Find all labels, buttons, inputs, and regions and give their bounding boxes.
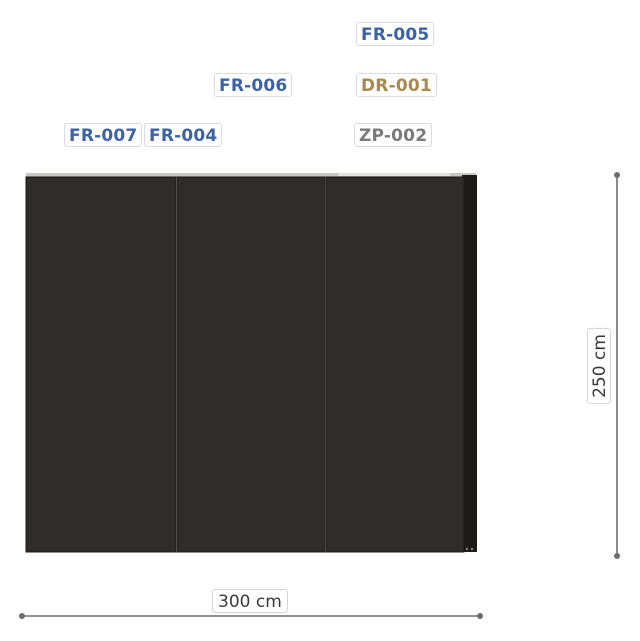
width-dimension-end-right <box>477 613 483 619</box>
height-dimension-end-top <box>614 172 620 178</box>
width-dimension-label: 300 cm <box>212 589 288 613</box>
wardrobe-door-right <box>325 176 465 553</box>
component-tag-fr-005[interactable]: FR-005 <box>356 22 435 46</box>
component-tag-fr-007[interactable]: FR-007 <box>64 123 143 147</box>
wardrobe-top-edge <box>26 173 476 177</box>
height-dimension-end-bottom <box>614 553 620 559</box>
wardrobe-side-panel <box>462 175 477 552</box>
hardware-dot <box>470 547 474 551</box>
hardware-dot <box>465 547 469 551</box>
component-tag-fr-004[interactable]: FR-004 <box>144 123 223 147</box>
height-dimension-label: 250 cm <box>586 328 611 404</box>
component-tag-zp-002[interactable]: ZP-002 <box>354 123 433 147</box>
width-dimension-end-left <box>19 613 25 619</box>
component-tag-fr-006[interactable]: FR-006 <box>214 73 293 97</box>
wardrobe-door-middle <box>176 176 326 553</box>
wardrobe-door-left <box>25 176 177 553</box>
top-rail-highlight <box>338 173 450 176</box>
component-tag-dr-001[interactable]: DR-001 <box>356 73 437 97</box>
